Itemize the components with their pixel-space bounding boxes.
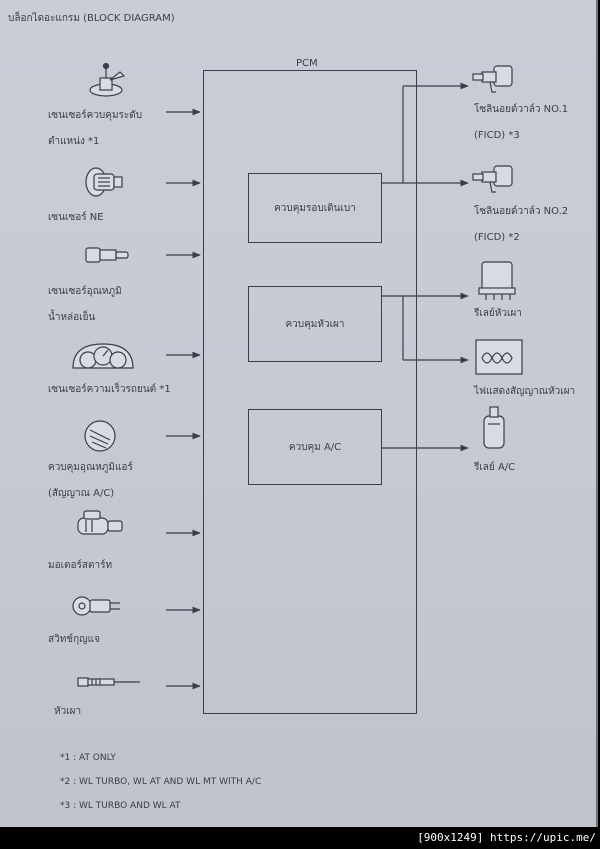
output-label-4: ไฟแสดงสัญญาณหัวเผา (474, 386, 576, 397)
input-label-8: หัวเผา (54, 706, 82, 717)
watermark-text: [900x1249] https://upic.me/ (417, 831, 596, 844)
input-label-1b: ตำแหน่ง *1 (48, 136, 100, 147)
manual-page: บล็อกไดอะแกรม (BLOCK DIAGRAM) (0, 0, 598, 827)
output-label-1b: (FICD) *3 (474, 130, 520, 141)
speedometer-icon (72, 343, 134, 369)
ac-switch-icon (84, 420, 116, 452)
glow-plug-icon (77, 677, 140, 687)
input-label-6: มอเตอร์สตาร์ท (48, 560, 113, 571)
input-label-1a: เซนเซอร์ควบคุมระดับ (48, 110, 143, 121)
ac-control-label: ควบคุม A/C (288, 441, 342, 453)
pcm-label: PCM (296, 58, 318, 69)
input-label-5a: ควบคุมอุณหภูมิแอร์ (48, 462, 133, 473)
footnote-1: *1 : AT ONLY (60, 753, 116, 763)
glow-control-block: ควบคุมหัวเผา (248, 286, 382, 362)
input-label-3a: เซนเซอร์อุณหภูมิ (48, 286, 122, 297)
starter-motor-icon (77, 510, 123, 535)
idle-control-label: ควบคุมรอบเดินเบา (274, 202, 356, 214)
pcm-box (203, 70, 417, 714)
output-label-1a: โซลินอยด์วาล์ว NO.1 (474, 104, 569, 115)
lever-sensor-icon (89, 62, 126, 97)
watermark-bar: [900x1249] https://upic.me/ (0, 827, 600, 849)
glow-indicator-icon (475, 339, 523, 375)
connection-lines (166, 82, 469, 690)
input-label-3b: น้ำหล่อเย็น (48, 312, 96, 323)
temp-sensor-icon (85, 247, 129, 263)
solenoid-valve-icon (472, 65, 513, 93)
footnote-2: *2 : WL TURBO, WL AT AND WL MT WITH A/C (60, 777, 262, 787)
input-label-2: เซนเซอร์ NE (48, 212, 104, 223)
footnote-3: *3 : WL TURBO AND WL AT (60, 801, 181, 811)
output-label-2b: (FICD) *2 (474, 232, 520, 243)
ne-sensor-icon (85, 167, 123, 197)
input-label-5b: (สัญญาณ A/C) (48, 488, 115, 499)
output-label-2a: โซลินอยด์วาล์ว NO.2 (474, 206, 569, 217)
glow-control-label: ควบคุมหัวเผา (285, 318, 345, 330)
output-label-5: รีเลย์ A/C (474, 462, 516, 473)
input-label-7: สวิทช์กุญแจ (48, 634, 100, 645)
input-label-4: เซนเซอร์ความเร็วรถยนต์ *1 (48, 384, 171, 395)
relay-icon (478, 261, 516, 300)
ac-control-block: ควบคุม A/C (248, 409, 382, 485)
ac-relay-icon (483, 406, 505, 449)
idle-control-block: ควบคุมรอบเดินเบา (248, 173, 382, 243)
ignition-switch-icon (72, 596, 120, 616)
solenoid-valve-icon (472, 165, 513, 193)
diagram-title: บล็อกไดอะแกรม (BLOCK DIAGRAM) (8, 13, 175, 24)
output-label-3: รีเลย์หัวเผา (474, 308, 522, 319)
